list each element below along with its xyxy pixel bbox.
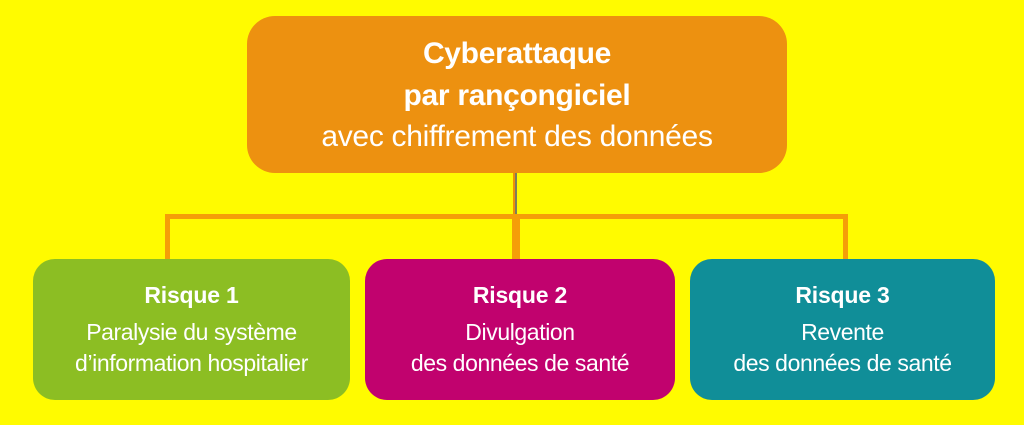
risk-node-2: Risque 2 Divulgation des données de sant… xyxy=(365,259,675,400)
root-title-line1: Cyberattaque xyxy=(422,36,612,70)
connector-drop-right xyxy=(843,214,848,260)
risk-node-1: Risque 1 Paralysie du système d’informat… xyxy=(33,259,350,400)
root-node-cyberattaque: Cyberattaque par rançongiciel avec chiff… xyxy=(247,16,787,173)
risk-3-line2: des données de santé xyxy=(733,350,952,376)
risk-2-title: Risque 2 xyxy=(472,282,568,308)
risk-1-title: Risque 1 xyxy=(144,282,239,308)
risk-1-line1: Paralysie du système xyxy=(86,319,297,345)
risk-node-3: Risque 3 Revente des données de santé xyxy=(690,259,995,400)
risk-2-line1: Divulgation xyxy=(465,319,575,345)
risk-1-line2: d’information hospitalier xyxy=(75,350,308,376)
risk-3-line1: Revente xyxy=(801,319,884,345)
connector-drop-middle xyxy=(512,214,520,260)
root-subtitle: avec chiffrement des données xyxy=(321,119,713,153)
connector-drop-left xyxy=(165,214,170,260)
connector-stem-top xyxy=(513,173,517,215)
risk-2-line2: des données de santé xyxy=(410,350,630,376)
root-title-line2: par rançongiciel xyxy=(403,78,631,112)
connector-horizontal-bar xyxy=(165,214,848,219)
risk-3-title: Risque 3 xyxy=(795,282,890,308)
